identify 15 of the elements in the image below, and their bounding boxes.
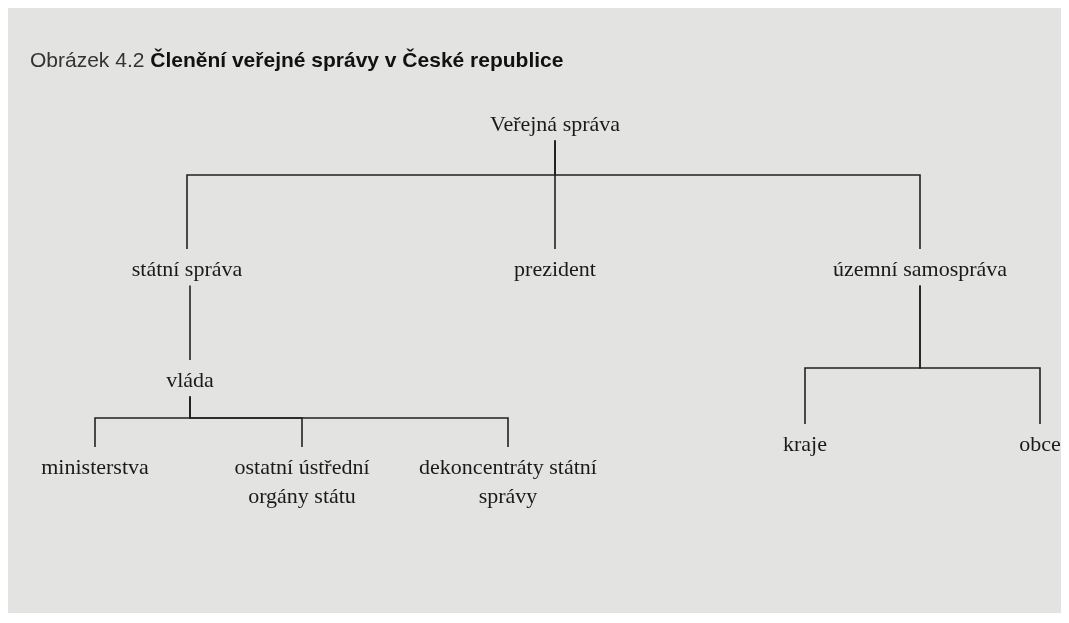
node-label: kraje bbox=[783, 430, 827, 459]
node-label: obce bbox=[1019, 430, 1061, 459]
connector-line bbox=[554, 139, 921, 250]
node-label: Veřejná správa bbox=[489, 110, 621, 139]
connector-line bbox=[189, 284, 191, 361]
node-label: dekoncentráty státní správy bbox=[413, 453, 603, 511]
figure-title: Obrázek 4.2 Členění veřejné správy v České republice bbox=[30, 48, 564, 72]
node-label: prezident bbox=[514, 255, 596, 284]
node-label: vláda bbox=[166, 366, 214, 395]
node-label: státní správa bbox=[131, 255, 243, 284]
node-label: územní samospráva bbox=[832, 255, 1008, 284]
node-label: ministerstva bbox=[41, 453, 149, 482]
connector-line bbox=[189, 395, 509, 448]
node-label: ostatní ústřední orgány státu bbox=[227, 453, 377, 511]
connector-line bbox=[919, 284, 1041, 425]
